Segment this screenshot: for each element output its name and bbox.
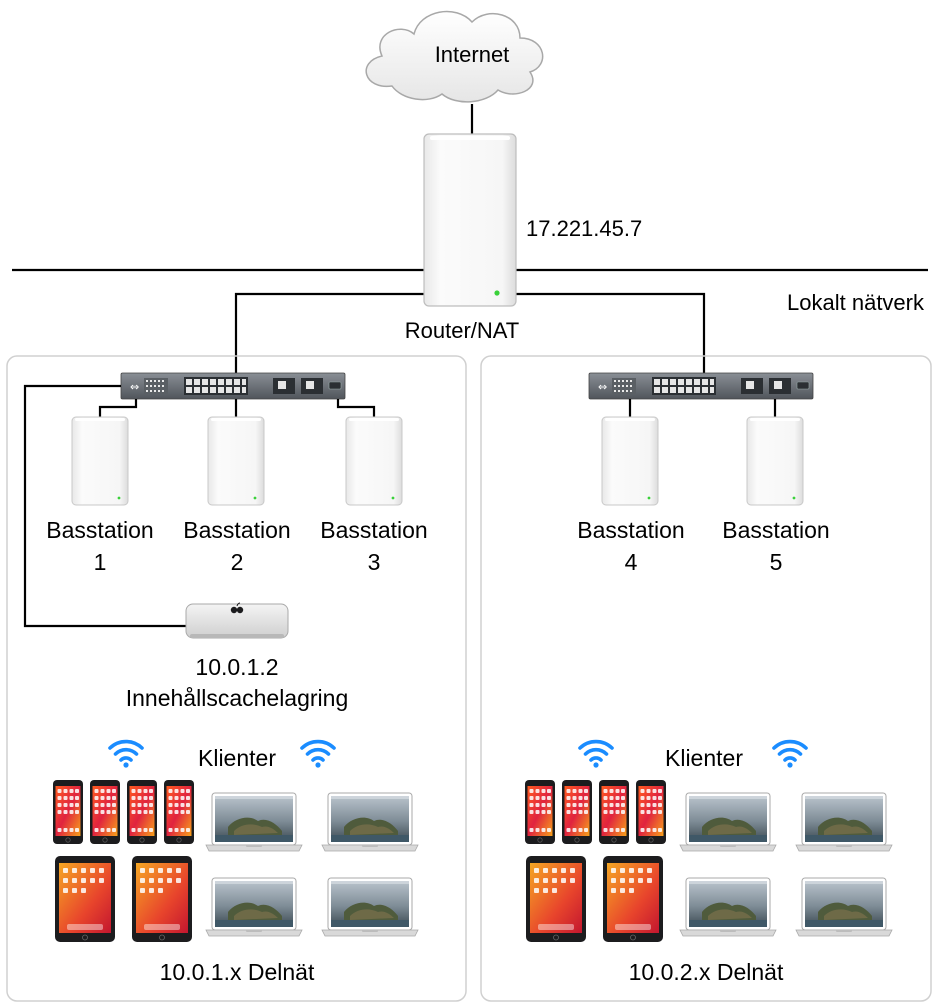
airport-router-icon <box>423 133 517 307</box>
macbook-icon <box>795 877 893 937</box>
iphone-icon <box>561 779 593 845</box>
iphone-icon <box>126 779 158 845</box>
right-subnet-panel: Basstation 4 Basstation 5 Klienter 10.0.… <box>480 355 932 1002</box>
iphone-icon <box>598 779 630 845</box>
macbook-icon <box>321 877 419 937</box>
iphone-icon <box>89 779 121 845</box>
base-station-2 <box>207 416 265 506</box>
airport-base-station-icon <box>601 416 659 506</box>
macbook-icon <box>205 792 303 852</box>
macbook-icon <box>205 877 303 937</box>
left-wifi-icon-1 <box>108 739 144 770</box>
macbook-icon <box>795 792 893 852</box>
ethernet-switch-icon <box>588 372 814 400</box>
base-station-2-name: Basstation <box>183 517 290 543</box>
local-network-label: Lokalt nätverk <box>787 290 925 315</box>
base-station-5-name: Basstation <box>722 517 829 543</box>
wifi-icon <box>772 739 808 770</box>
macbook-icon <box>321 792 419 852</box>
ethernet-switch-icon <box>120 372 346 400</box>
router-uplinks <box>234 292 706 378</box>
left-clients-label: Klienter <box>198 745 276 771</box>
mac-mini-icon <box>185 602 289 639</box>
switch-right <box>588 372 814 400</box>
cache-server-label: Innehållscachelagring <box>126 685 349 711</box>
airport-base-station-icon <box>207 416 265 506</box>
macbook-icon <box>679 877 777 937</box>
wifi-icon <box>108 739 144 770</box>
left-cabling <box>23 384 376 628</box>
ipad-icon <box>54 855 116 943</box>
base-station-4-number: 4 <box>625 549 638 575</box>
iphone-icon <box>52 779 84 845</box>
status-led <box>494 290 500 296</box>
apple-logo-icon <box>230 602 244 614</box>
cloud-icon <box>365 10 544 103</box>
airport-base-station-icon <box>345 416 403 506</box>
right-wifi-icon-1 <box>578 739 614 770</box>
cache-server: 10.0.1.2 Innehållscachelagring <box>126 602 349 711</box>
right-subnet-label: 10.0.2.x Delnät <box>629 959 784 985</box>
base-station-4-name: Basstation <box>577 517 684 543</box>
router-ip: 17.221.45.7 <box>526 216 642 241</box>
left-wifi-icon-2 <box>300 739 336 770</box>
iphone-icon <box>635 779 667 845</box>
airport-base-station-icon <box>71 416 129 506</box>
internet-cloud: Internet <box>365 10 544 103</box>
macbook-icon <box>679 792 777 852</box>
airport-base-station-icon <box>746 416 804 506</box>
left-subnet-panel: Basstation 1 Basstation 2 Basstation 3 1… <box>6 355 467 1002</box>
right-client-devices <box>524 779 893 943</box>
cache-server-ip: 10.0.1.2 <box>195 654 278 680</box>
base-station-1-name: Basstation <box>46 517 153 543</box>
router-label: Router/NAT <box>405 318 520 343</box>
base-station-5 <box>746 416 804 506</box>
base-station-3 <box>345 416 403 506</box>
router: 17.221.45.7 Router/NAT <box>405 133 642 343</box>
wifi-icon <box>300 739 336 770</box>
base-station-4 <box>601 416 659 506</box>
internet-label: Internet <box>435 42 510 67</box>
base-station-2-number: 2 <box>231 549 244 575</box>
base-station-1 <box>71 416 129 506</box>
switch-left <box>120 372 346 400</box>
ipad-icon <box>131 855 193 943</box>
ipad-icon <box>525 855 587 943</box>
iphone-icon <box>163 779 195 845</box>
left-client-devices <box>52 779 419 943</box>
left-subnet-label: 10.0.1.x Delnät <box>160 959 315 985</box>
base-station-3-name: Basstation <box>320 517 427 543</box>
base-station-1-number: 1 <box>94 549 107 575</box>
ipad-icon <box>602 855 664 943</box>
right-wifi-icon-2 <box>772 739 808 770</box>
base-station-3-number: 3 <box>368 549 381 575</box>
wifi-icon <box>578 739 614 770</box>
iphone-icon <box>524 779 556 845</box>
right-clients-label: Klienter <box>665 745 743 771</box>
right-cabling <box>628 399 777 417</box>
base-station-5-number: 5 <box>770 549 783 575</box>
